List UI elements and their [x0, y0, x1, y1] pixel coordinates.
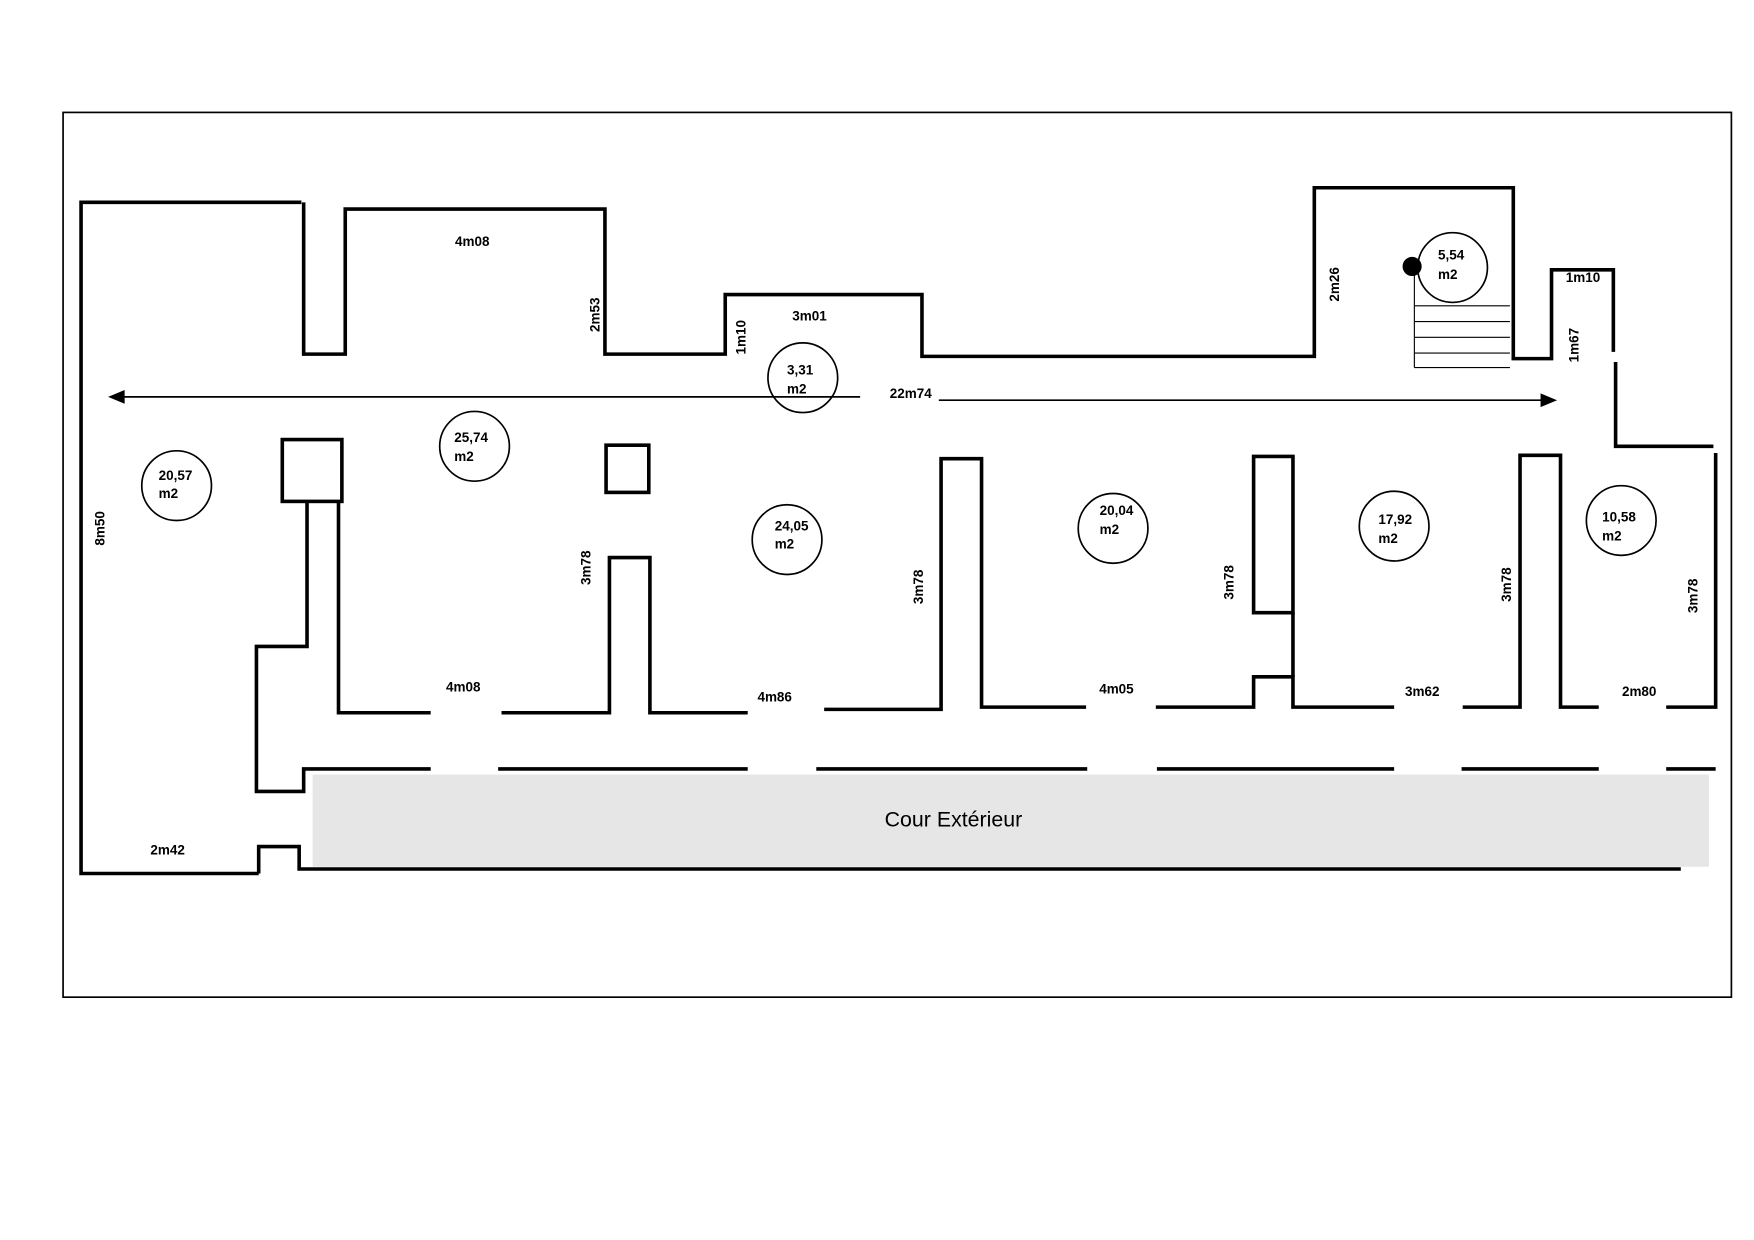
area-unit: m2	[1378, 531, 1398, 546]
wall-room-6	[1666, 453, 1718, 709]
area-value: 10,58	[1602, 510, 1636, 525]
wall-outer-bottom	[256, 844, 1681, 874]
area-marker: 25,74 m2	[438, 410, 511, 483]
area-value: 20,57	[159, 468, 193, 483]
area-marker: 3,31 m2	[767, 342, 839, 414]
dim-label: 8m50	[93, 511, 108, 545]
dim-label: 4m05	[1099, 682, 1134, 697]
wall-corridor-left	[254, 501, 431, 794]
area-unit: m2	[775, 537, 795, 552]
dim-label: 2m42	[150, 842, 185, 857]
wall-right-top	[1613, 361, 1714, 449]
dim-label: 4m08	[446, 679, 481, 694]
dim-label: 1m10	[733, 320, 748, 354]
staircase	[1402, 256, 1510, 369]
area-marker: 24,05 m2	[751, 503, 823, 576]
wall-outer-top	[301, 185, 1616, 361]
courtyard	[312, 774, 1709, 867]
dim-label: 3m78	[1221, 565, 1236, 600]
area-marker: 10,58 m2	[1585, 484, 1657, 557]
wall-room-3	[824, 456, 1087, 712]
staircase-dot-icon	[1402, 256, 1422, 276]
wall-room-5	[1462, 453, 1599, 709]
dim-label: 3m78	[578, 550, 593, 585]
column-center	[604, 443, 651, 495]
overall-length-label: 22m74	[890, 386, 932, 401]
area-value: 20,04	[1100, 503, 1134, 518]
area-marker: 20,57 m2	[140, 449, 213, 522]
dimension-labels: 4m08 2m53 1m10 3m01 2m26 1m10 1m67 8m50 …	[93, 234, 1701, 857]
area-unit: m2	[159, 486, 179, 501]
dim-label: 1m10	[1566, 270, 1601, 285]
wall-room-4	[1155, 674, 1395, 709]
dim-label: 3m78	[1686, 578, 1701, 613]
column-left	[280, 437, 344, 504]
dim-label: 3m78	[911, 569, 926, 604]
plan-frame	[62, 111, 1733, 999]
area-value: 24,05	[775, 519, 809, 534]
dim-label: 3m01	[792, 308, 827, 323]
wall-outer-left	[79, 200, 302, 876]
wall-room-1	[336, 501, 431, 715]
wall-room-2	[501, 555, 748, 715]
area-marker: 17,92 m2	[1358, 490, 1430, 562]
dim-label: 4m08	[455, 234, 490, 249]
overall-dimension-arrow	[108, 389, 1558, 408]
dim-label: 1m67	[1567, 328, 1582, 362]
area-value: 17,92	[1378, 512, 1412, 527]
area-value: 3,31	[787, 362, 814, 377]
dim-label: 3m62	[1405, 684, 1440, 699]
dim-label: 2m26	[1327, 267, 1342, 302]
area-unit: m2	[1438, 267, 1458, 282]
dim-label: 4m86	[757, 690, 792, 705]
dim-label: 2m53	[587, 297, 602, 332]
dim-label: 3m78	[1499, 567, 1514, 602]
area-value: 5,54	[1438, 248, 1465, 263]
area-marker: 5,54 m2	[1416, 231, 1489, 304]
courtyard-label: Cour Extérieur	[885, 807, 1023, 831]
wall-pillar-4	[1251, 454, 1295, 615]
area-unit: m2	[787, 381, 807, 396]
room-area-markers: 20,57 m2 25,74 m2 3,31 m2 24,05 m2 20,04 m2 1…	[140, 231, 1657, 576]
walls	[79, 185, 1718, 876]
area-unit: m2	[454, 449, 474, 464]
dim-label: 2m80	[1622, 684, 1657, 699]
area-unit: m2	[1100, 522, 1120, 537]
area-value: 25,74	[454, 430, 488, 445]
area-unit: m2	[1602, 529, 1622, 544]
area-marker: 20,04 m2	[1077, 492, 1149, 565]
